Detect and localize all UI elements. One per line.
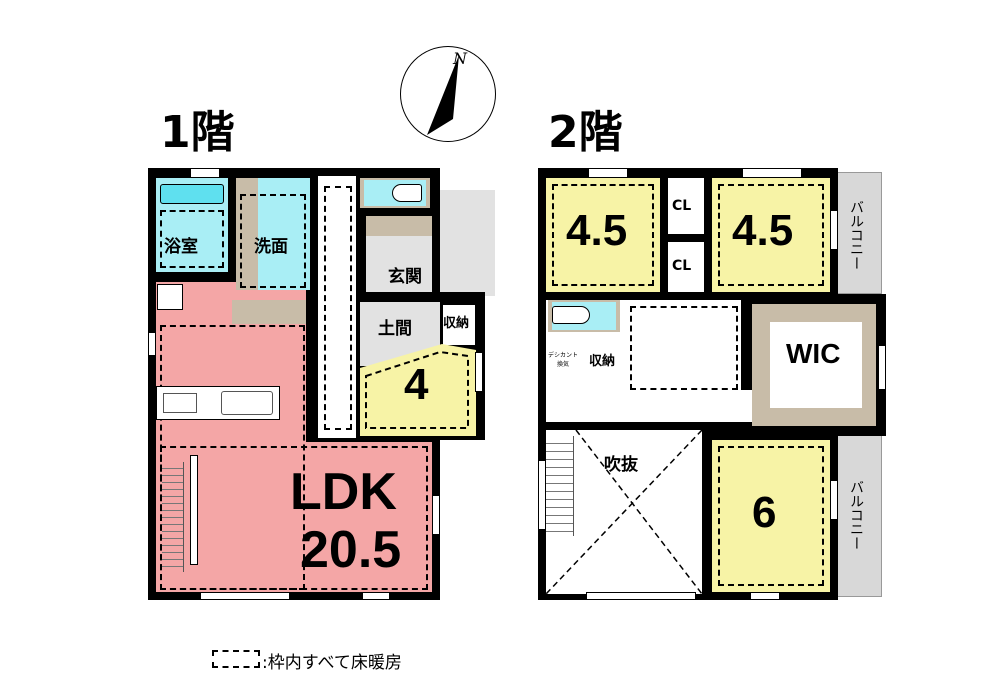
storage-1f-label: 収納 — [443, 316, 470, 331]
washroom-label: 洗面 — [254, 237, 288, 257]
room-4-label: 4 — [404, 360, 429, 409]
balcony-top — [830, 172, 882, 294]
desiccant-ventilation — [546, 342, 580, 376]
compass-north-label: N — [453, 49, 467, 68]
toilet-icon — [392, 184, 422, 202]
void-label: 吹抜 — [604, 455, 638, 475]
doma-label: 土間 — [378, 319, 412, 339]
floor2-title: 2階 — [548, 107, 623, 158]
balcony-bottom-label: バルコニー — [848, 480, 864, 550]
room-6-label: 6 — [752, 488, 777, 537]
closet-bottom — [668, 242, 704, 292]
closet-top — [668, 178, 704, 234]
bathtub-icon — [160, 184, 224, 204]
ldk-size-label: 20.5 — [300, 521, 402, 579]
bedroom-left-label: 4.5 — [566, 206, 628, 255]
wic-label: WIC — [786, 338, 841, 369]
storage-2f-label: 収納 — [589, 354, 616, 369]
stove-icon — [163, 393, 197, 413]
storage-1f — [443, 305, 475, 345]
compass: N — [400, 46, 496, 142]
bedroom-right-label: 4.5 — [732, 206, 794, 255]
north-arrow-icon — [427, 55, 459, 135]
porch-tile — [440, 190, 495, 296]
room-6 — [712, 440, 830, 592]
bedroom-left — [546, 178, 660, 292]
void-cross-mark — [546, 430, 702, 594]
kitchen-counter — [156, 386, 280, 420]
entrance-label: 玄関 — [388, 267, 422, 287]
ldk-label: LDK — [290, 463, 397, 521]
room-4 — [360, 344, 476, 436]
bedroom-right — [712, 178, 830, 292]
toilet-2f-icon — [552, 306, 590, 324]
sink-icon — [221, 391, 273, 415]
closet-bottom-label: CL — [672, 258, 692, 274]
legend-dashed-box-icon — [212, 650, 260, 668]
stairs-up — [162, 462, 184, 572]
stairs — [546, 436, 574, 536]
bath-label: 浴室 — [164, 237, 198, 257]
balcony-top-label: バルコニー — [848, 200, 864, 270]
storage-2f — [588, 342, 620, 376]
desiccant-label: デシカント換気 — [547, 352, 578, 368]
floor1-title: 1階 — [160, 107, 235, 158]
legend-text: :枠内すべて床暖房 — [262, 653, 402, 673]
closet-top-label: CL — [672, 198, 692, 214]
balcony-bottom — [830, 432, 882, 597]
